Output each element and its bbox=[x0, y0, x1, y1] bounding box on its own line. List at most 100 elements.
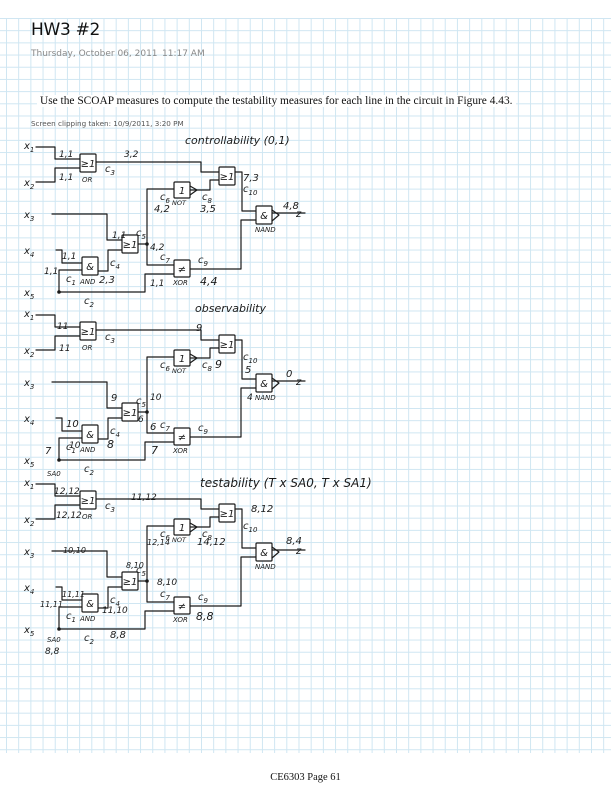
wire-x4 bbox=[55, 249, 83, 264]
nand-gate-z-symbol: & bbox=[260, 379, 268, 390]
nand-gate-z: & bbox=[255, 373, 280, 393]
or-gate-c5: ≥1 bbox=[121, 234, 139, 254]
value-x3: 10,10 bbox=[63, 546, 86, 555]
wire-c6 bbox=[146, 356, 175, 413]
value-c10: 8,12 bbox=[251, 504, 273, 515]
value-x4: 1,1 bbox=[62, 252, 76, 262]
wire-c9 bbox=[189, 387, 257, 438]
signal-z: z bbox=[295, 377, 302, 388]
signal-c5: c5 bbox=[136, 396, 147, 409]
signal-c7: c7 bbox=[160, 589, 171, 602]
and-gate-c4: & bbox=[81, 424, 99, 444]
wire-c3 bbox=[95, 329, 220, 341]
or-gate-c10: ≥1 bbox=[218, 503, 236, 523]
and-gate-c4-symbol: & bbox=[86, 430, 94, 441]
wire-x1 bbox=[35, 146, 81, 160]
wire-c1 bbox=[58, 437, 83, 461]
signal-c2: c2 bbox=[84, 296, 95, 309]
signal-c4: c4 bbox=[110, 258, 120, 271]
signal-c4: c4 bbox=[110, 426, 120, 439]
gate-type-or: OR bbox=[82, 176, 93, 184]
signal-x3: x3 bbox=[23, 378, 34, 391]
signal-c1: c1 bbox=[66, 274, 76, 287]
page-footer: CE6303 Page 61 bbox=[270, 772, 341, 783]
or-gate-c10-symbol: ≥1 bbox=[220, 340, 235, 351]
not-gate-c8-symbol: 1 bbox=[179, 354, 185, 365]
value-c5: 6 bbox=[138, 415, 144, 425]
fanout-node-c5 bbox=[145, 410, 149, 414]
not-gate-c8-symbol: 1 bbox=[179, 186, 185, 197]
value-c3: 9 bbox=[196, 323, 202, 334]
value-c6: 10 bbox=[150, 393, 162, 403]
wire-c9 bbox=[189, 556, 257, 607]
signal-x3: x3 bbox=[23, 547, 34, 560]
signal-c7: c7 bbox=[160, 420, 171, 433]
fanout-node-x5 bbox=[57, 458, 61, 462]
value-x5: 7 bbox=[45, 446, 52, 457]
wire-c8 bbox=[189, 516, 220, 528]
signal-c10: c10 bbox=[243, 521, 258, 534]
wire-c1 bbox=[58, 269, 83, 293]
value-x3: 1,1 bbox=[112, 231, 126, 241]
or-gate-c5-symbol: ≥1 bbox=[123, 577, 138, 588]
value-c7: 8,10 bbox=[157, 578, 177, 588]
wire-c6 bbox=[146, 525, 175, 582]
and-gate-c4: & bbox=[81, 593, 99, 613]
signal-c8: c8 bbox=[202, 192, 213, 205]
signal-x4: x4 bbox=[23, 583, 34, 596]
value-c7: 4,2 bbox=[150, 243, 165, 253]
gate-type-nand: NAND bbox=[255, 394, 276, 402]
or-gate-c5: ≥1 bbox=[121, 571, 139, 591]
signal-c9: c9 bbox=[198, 423, 209, 436]
fanout-node-c5 bbox=[145, 579, 149, 583]
gate-type-and: AND bbox=[79, 615, 96, 623]
signal-c9: c9 bbox=[198, 592, 209, 605]
value-c7: 6 bbox=[150, 422, 156, 433]
and-gate-c4: & bbox=[81, 256, 99, 276]
gate-type-or: OR bbox=[82, 344, 93, 352]
signal-c2: c2 bbox=[84, 633, 95, 646]
circuit-heading: observability bbox=[195, 302, 266, 315]
or-gate-c5-symbol: ≥1 bbox=[123, 240, 138, 251]
value-c10: 5 bbox=[245, 365, 251, 376]
signal-c8: c8 bbox=[202, 529, 213, 542]
signal-x4: x4 bbox=[23, 414, 34, 427]
wire-c2 bbox=[58, 610, 175, 630]
xor-gate-c9: ≠ bbox=[173, 259, 191, 278]
value-c4: 2,3 bbox=[99, 275, 115, 286]
wire-x3 bbox=[51, 213, 123, 241]
value-x4: 11,11 bbox=[62, 590, 85, 599]
signal-x2: x2 bbox=[23, 346, 35, 359]
wire-x1 bbox=[35, 483, 81, 497]
signal-x1: x1 bbox=[23, 309, 34, 322]
wire-c2 bbox=[58, 441, 175, 461]
wire-c3 bbox=[95, 161, 220, 173]
wire-x4 bbox=[55, 417, 83, 432]
xor-gate-c9: ≠ bbox=[173, 596, 191, 615]
wire-x2 bbox=[35, 504, 81, 520]
wire-c3 bbox=[95, 498, 220, 510]
nand-gate-z: & bbox=[255, 542, 280, 562]
gate-type-and: AND bbox=[79, 278, 96, 286]
or-gate-c3-symbol: ≥1 bbox=[81, 159, 96, 170]
gate-type-xor: XOR bbox=[172, 279, 188, 287]
gate-type-not: NOT bbox=[172, 199, 187, 207]
signal-c9: c9 bbox=[198, 255, 209, 268]
signal-x3: x3 bbox=[23, 210, 34, 223]
value-c4: 11,10 bbox=[102, 606, 128, 616]
gate-type-and: AND bbox=[79, 446, 96, 454]
or-gate-c3: ≥1 bbox=[79, 321, 97, 341]
value-c3: 3,2 bbox=[124, 150, 139, 160]
wire-x3 bbox=[51, 550, 123, 578]
nand-gate-z-symbol: & bbox=[260, 211, 268, 222]
value-x5-testability: 8,8 bbox=[45, 647, 60, 657]
value-c4: 8 bbox=[107, 438, 114, 451]
nand-gate-z-symbol: & bbox=[260, 548, 268, 559]
fanout-node-x5 bbox=[57, 627, 61, 631]
not-gate-c8: 1 bbox=[173, 518, 198, 536]
not-gate-c8-symbol: 1 bbox=[179, 523, 185, 534]
value-x1: 1,1 bbox=[59, 150, 73, 160]
page-date: Thursday, October 06, 2011 bbox=[31, 49, 158, 59]
wire-c1 bbox=[58, 606, 83, 630]
value-c5: 8,10 bbox=[126, 561, 144, 570]
